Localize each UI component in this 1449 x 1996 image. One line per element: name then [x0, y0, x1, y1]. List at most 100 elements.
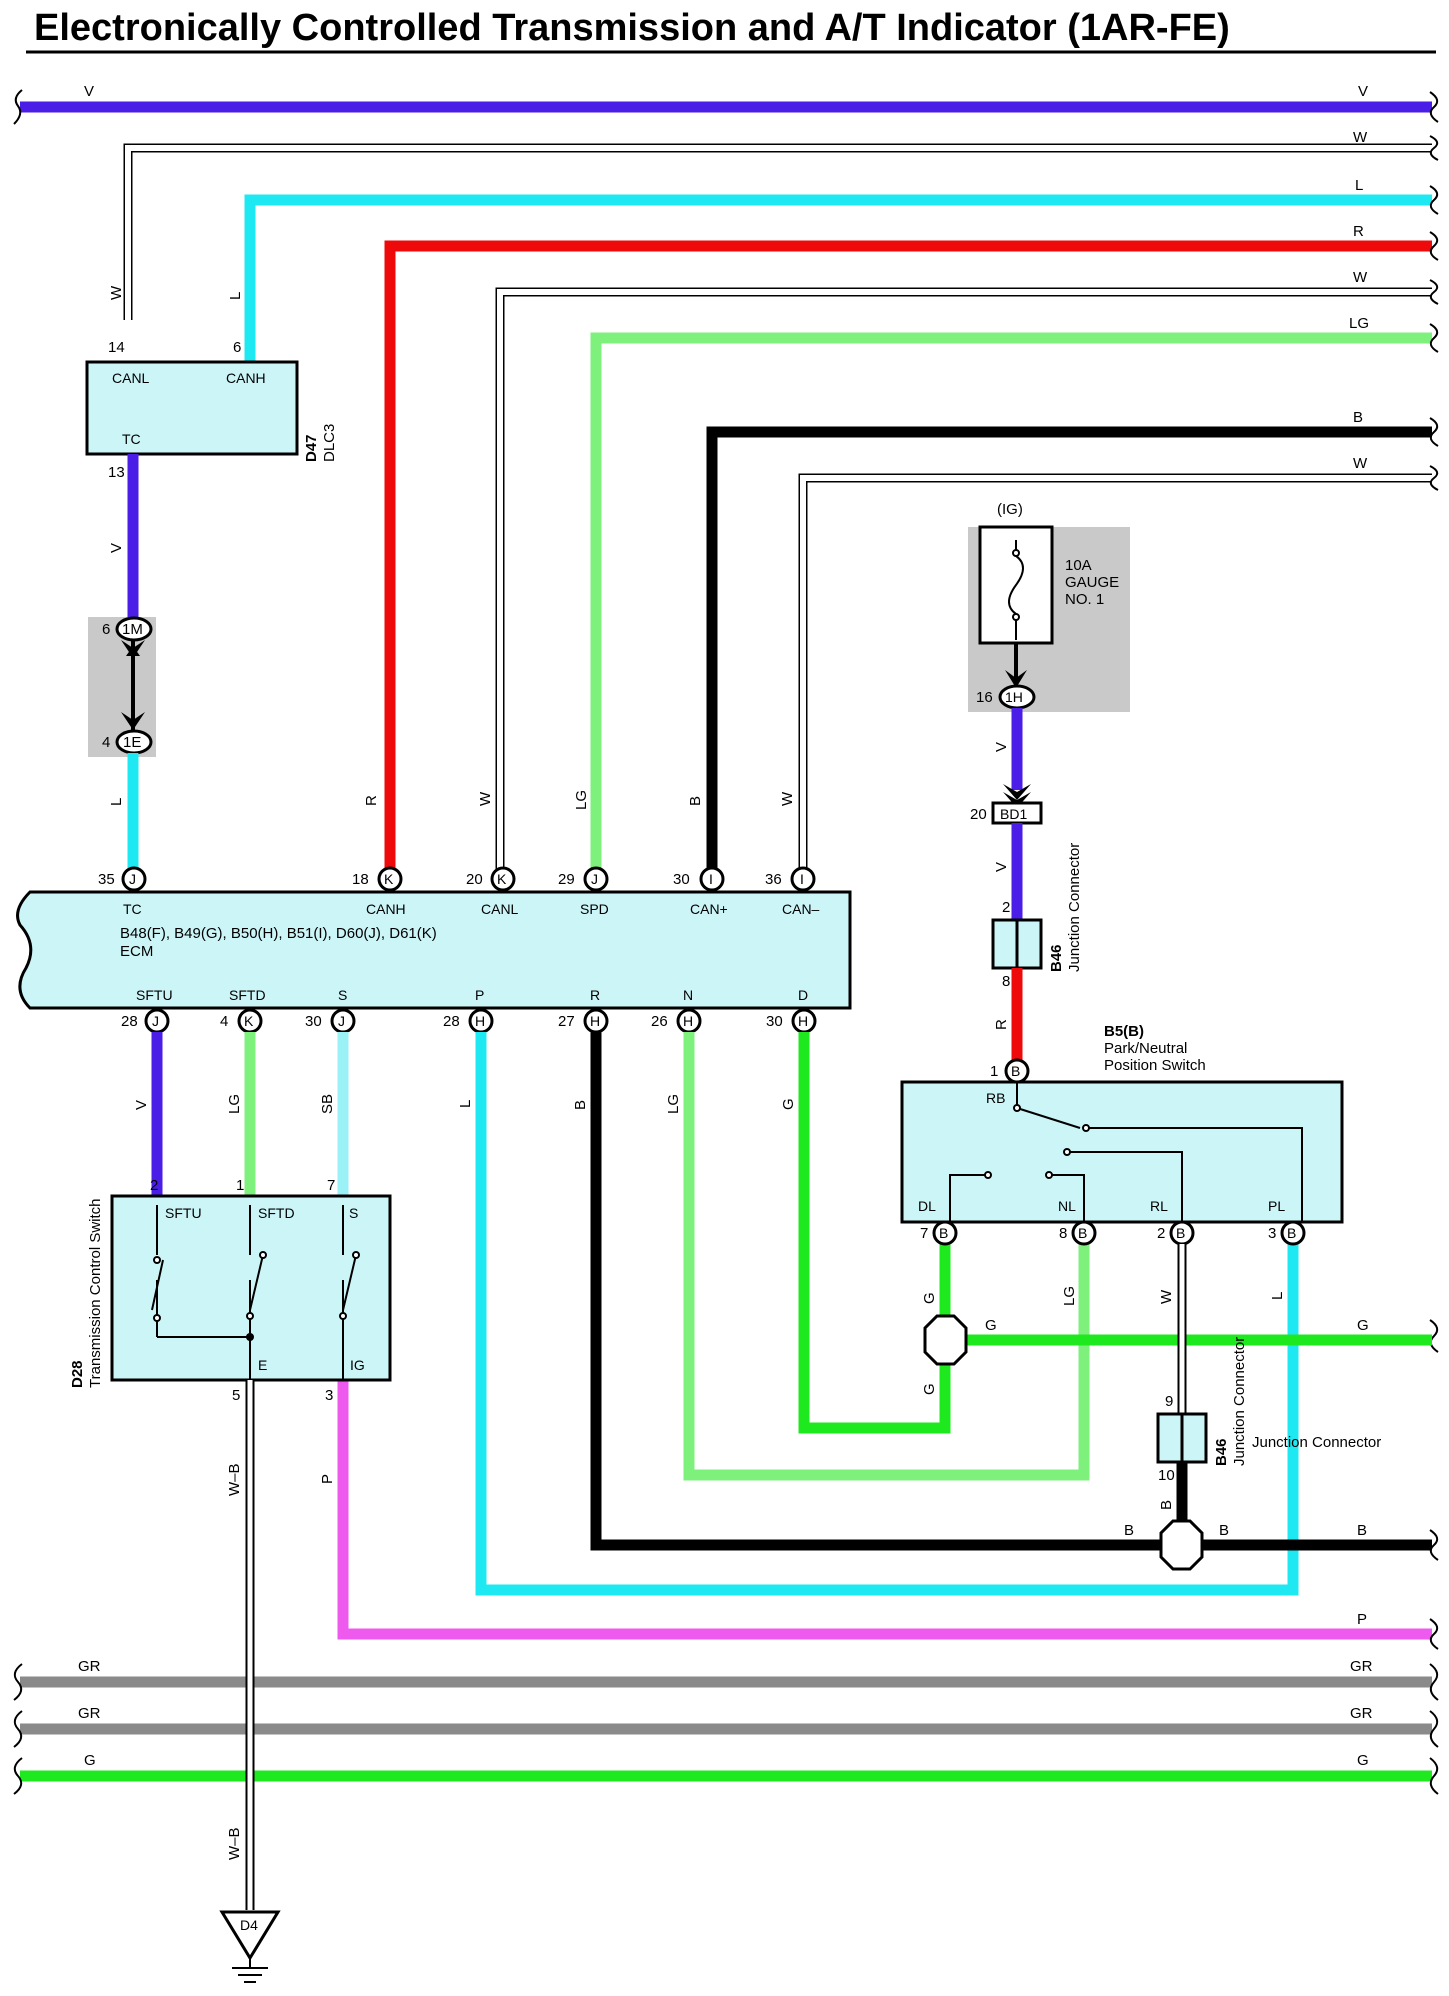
- wire-l-dlc3: [244, 194, 1432, 362]
- svg-text:LG: LG: [1349, 315, 1369, 332]
- svg-text:B: B: [1124, 1522, 1134, 1539]
- svg-text:IG: IG: [350, 1357, 365, 1373]
- svg-text:B: B: [572, 1100, 589, 1110]
- svg-text:V: V: [993, 862, 1010, 872]
- svg-text:2: 2: [1157, 1225, 1165, 1242]
- svg-text:CANH: CANH: [366, 901, 406, 917]
- svg-text:30: 30: [673, 871, 690, 888]
- svg-text:13: 13: [108, 464, 125, 481]
- svg-text:GR: GR: [78, 1658, 101, 1675]
- svg-text:28: 28: [443, 1013, 460, 1030]
- svg-text:7: 7: [327, 1177, 335, 1194]
- svg-text:V: V: [133, 1100, 150, 1110]
- svg-text:7: 7: [920, 1225, 928, 1242]
- ecm-module: B48(F), B49(G), B50(H), B51(I), D60(J), …: [16, 890, 852, 1010]
- svg-text:V: V: [993, 742, 1010, 752]
- svg-text:LG: LG: [1061, 1286, 1078, 1306]
- svg-text:B: B: [1158, 1500, 1175, 1510]
- svg-text:10: 10: [1158, 1467, 1175, 1484]
- svg-text:3: 3: [1268, 1225, 1276, 1242]
- svg-text:K: K: [384, 871, 394, 887]
- svg-text:Park/Neutral: Park/Neutral: [1104, 1040, 1187, 1057]
- svg-text:8: 8: [1059, 1225, 1067, 1242]
- svg-text:V: V: [108, 543, 125, 553]
- svg-text:30: 30: [305, 1013, 322, 1030]
- svg-text:10A: 10A: [1065, 557, 1092, 574]
- svg-text:H: H: [798, 1013, 808, 1029]
- svg-text:1E: 1E: [123, 734, 141, 751]
- svg-text:W: W: [779, 791, 796, 806]
- svg-text:28: 28: [121, 1013, 138, 1030]
- svg-text:W: W: [1353, 129, 1368, 146]
- junction-connector-bottom: 9 10 B46 Junction Connector Junction Con…: [1156, 1337, 1381, 1484]
- ecm-pin-tc: J 35 TC: [98, 866, 147, 917]
- svg-text:9: 9: [1165, 1393, 1173, 1410]
- park-neutral-position-switch: B5(B) Park/Neutral Position Switch B 1 R…: [900, 1023, 1344, 1246]
- svg-text:B: B: [1176, 1225, 1185, 1241]
- svg-text:L: L: [457, 1100, 474, 1108]
- svg-text:DL: DL: [918, 1198, 936, 1214]
- right-breaks: [1429, 91, 1439, 491]
- svg-text:B: B: [939, 1225, 948, 1241]
- svg-text:1H: 1H: [1005, 689, 1023, 705]
- svg-text:G: G: [985, 1317, 997, 1334]
- svg-text:1: 1: [990, 1063, 998, 1080]
- g-splice: [923, 1314, 1432, 1366]
- svg-text:D47: D47: [303, 434, 320, 462]
- svg-text:4: 4: [102, 734, 110, 751]
- svg-text:B: B: [1357, 1522, 1367, 1539]
- top-bus-labels: V V W L R W LG B W: [84, 83, 1369, 472]
- svg-text:1M: 1M: [122, 621, 143, 638]
- ecm-pin-p: P H 28: [443, 987, 494, 1034]
- svg-text:Junction Connector: Junction Connector: [1231, 1337, 1248, 1466]
- svg-text:R: R: [363, 795, 380, 806]
- ecm-pin-canh: K 18 CANH: [352, 866, 406, 917]
- page-title: Electronically Controlled Transmission a…: [34, 7, 1230, 49]
- svg-text:H: H: [683, 1013, 693, 1029]
- svg-text:K: K: [244, 1013, 254, 1029]
- svg-text:Position Switch: Position Switch: [1104, 1057, 1206, 1074]
- svg-text:W: W: [1353, 269, 1368, 286]
- svg-text:E: E: [258, 1357, 267, 1373]
- svg-text:CANL: CANL: [112, 370, 150, 386]
- svg-text:5: 5: [232, 1387, 240, 1404]
- transmission-control-switch: 2 1 7 SFTU SFTD S E IG D28: [69, 1177, 392, 1404]
- svg-text:S: S: [338, 987, 347, 1003]
- svg-text:NL: NL: [1058, 1198, 1076, 1214]
- svg-text:18: 18: [352, 871, 369, 888]
- svg-text:36: 36: [765, 871, 782, 888]
- svg-text:W–B: W–B: [226, 1827, 243, 1860]
- svg-text:6: 6: [233, 339, 241, 356]
- svg-text:26: 26: [651, 1013, 668, 1030]
- ecm-pin-canl: K 20 CANL: [466, 866, 519, 917]
- svg-text:29: 29: [558, 871, 575, 888]
- svg-text:G: G: [921, 1383, 938, 1395]
- svg-text:20: 20: [970, 806, 987, 823]
- svg-text:G: G: [1357, 1317, 1369, 1334]
- ecm-pin-d: D H 30: [766, 987, 817, 1034]
- ecm-bottom-pins: SFTU J 28 SFTD K 4 S J 30 P H 28 R H 27: [121, 987, 817, 1034]
- svg-text:(IG): (IG): [997, 501, 1023, 518]
- svg-text:CANH: CANH: [226, 370, 266, 386]
- wire-w-1: [123, 143, 1432, 320]
- bottom-breaks: [13, 1319, 1439, 1795]
- svg-text:Transmission Control Switch: Transmission Control Switch: [87, 1199, 104, 1389]
- svg-text:V: V: [1358, 83, 1368, 100]
- svg-text:L: L: [108, 798, 125, 806]
- svg-text:14: 14: [108, 339, 125, 356]
- svg-text:P: P: [475, 987, 484, 1003]
- svg-text:35: 35: [98, 871, 115, 888]
- svg-text:Junction Connector: Junction Connector: [1066, 843, 1083, 972]
- svg-text:B5(B): B5(B): [1104, 1023, 1144, 1040]
- svg-text:SFTU: SFTU: [136, 987, 173, 1003]
- svg-text:B: B: [687, 796, 704, 806]
- bd1-connector: BD1 20: [970, 784, 1043, 825]
- svg-text:G: G: [780, 1098, 797, 1110]
- svg-text:L: L: [227, 292, 244, 300]
- svg-text:1: 1: [236, 1177, 244, 1194]
- svg-text:R: R: [590, 987, 600, 1003]
- svg-text:D4: D4: [240, 1917, 258, 1933]
- svg-text:R: R: [1353, 223, 1364, 240]
- svg-text:W: W: [477, 791, 494, 806]
- svg-text:TC: TC: [123, 901, 142, 917]
